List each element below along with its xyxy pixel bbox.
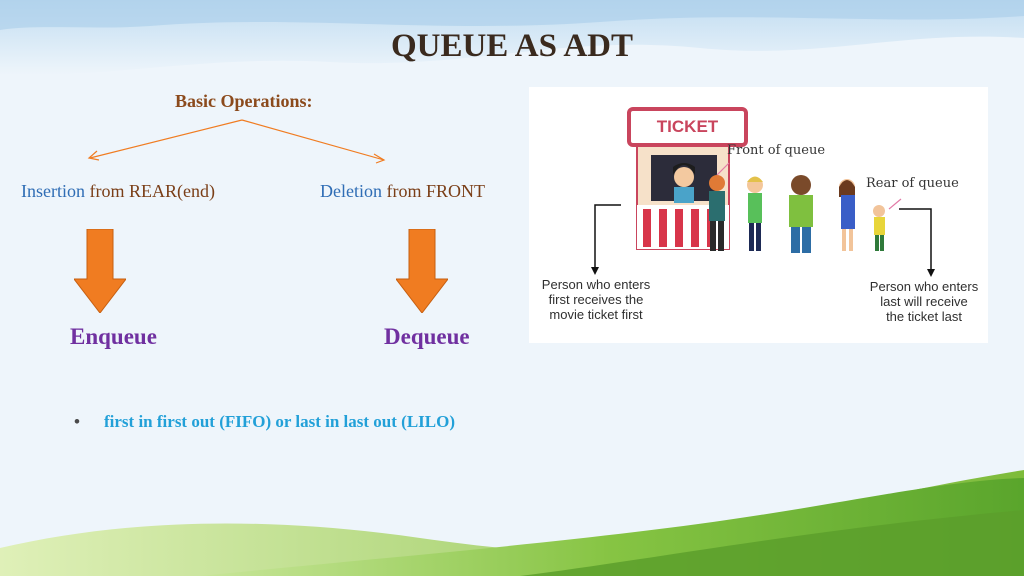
fifo-bullet: • first in first out (FIFO) or last in la… [74,412,455,432]
operations-heading: Basic Operations: [175,91,313,111]
person-2 [747,176,763,251]
left-branch-line [89,119,243,159]
left-branch-arrowhead [87,150,100,161]
right-caption: Person who enters last will receive the … [859,279,989,324]
enqueue-down-arrow [74,229,126,313]
dequeue-down-arrow [396,229,448,313]
left-caption-line-3: movie ticket first [549,307,643,322]
bullet-glyph: • [74,412,80,431]
left-caption: Person who enters first receives the mov… [531,277,661,322]
slide-title: QUEUE AS ADT [390,28,634,64]
enqueue-label: Enqueue [70,324,157,349]
person-3 [789,175,813,253]
right-branch-line [241,119,385,161]
cashier-head [674,167,694,187]
right-caption-line [899,208,932,273]
insertion-label: Insertion from REAR(end) [21,181,215,202]
right-branch-arrowhead [373,153,386,164]
queue-illustration: TICKET Front of queue Rear of queue Pers… [529,87,988,343]
right-caption-line-3: the ticket last [886,309,962,324]
front-pointer [716,162,730,176]
dequeue-label: Dequeue [384,324,470,349]
insertion-prefix: Insertion [21,181,85,201]
rear-pointer [888,198,902,210]
rear-of-queue-label: Rear of queue [866,176,959,191]
ticket-sign: TICKET [627,107,748,147]
right-caption-line-1: Person who enters [869,279,979,294]
left-caption-line [594,204,621,271]
person-5 [873,205,885,251]
front-of-queue-label: Front of queue [727,143,826,158]
insertion-suffix: from REAR(end) [84,181,215,201]
fifo-bullet-text: first in first out (FIFO) or last in las… [104,412,456,431]
cashier-body [674,187,694,203]
deletion-prefix: Deletion [320,181,382,201]
deletion-label: Deletion from FRONT [320,181,485,202]
deletion-suffix: from FRONT [381,181,485,201]
person-4 [839,179,855,251]
right-caption-line-2: last will receive [880,294,968,309]
left-caption-line-2: first receives the [548,292,644,307]
queue-scene [591,142,935,277]
left-caption-line-1: Person who enters [541,277,651,292]
person-1 [709,175,725,251]
